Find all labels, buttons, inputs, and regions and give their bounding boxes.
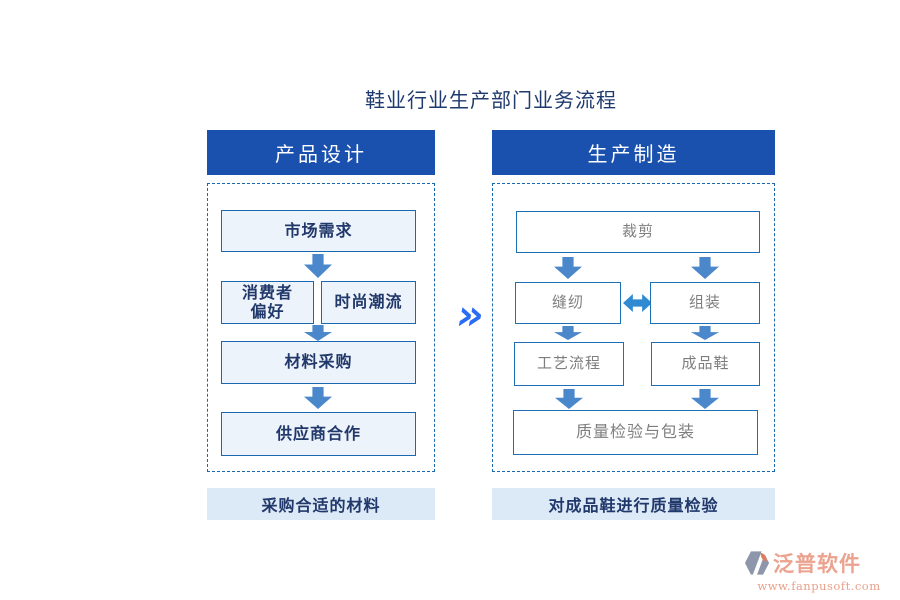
logo-brand-text: 泛普软件 [773,551,861,576]
fanpu-logo-icon [744,550,770,576]
box-material-purchase: 材料采购 [221,341,416,384]
box-market-demand: 市场需求 [221,210,416,252]
right-panel-header: 生产制造 [492,130,775,175]
box-sewing: 缝纫 [515,282,621,324]
left-panel-header: 产品设计 [207,130,435,175]
box-assembly: 组装 [650,282,760,324]
box-cutting: 裁剪 [516,211,760,253]
fanpu-logo: 泛普软件 www.fanpusoft.com [744,548,894,594]
consumer-preference-line2: 偏好 [250,301,285,321]
arrow-leftright-icon [623,294,652,312]
right-panel-frame [492,183,775,472]
box-fashion-trend: 时尚潮流 [321,281,416,324]
logo-row: 泛普软件 [744,548,894,578]
box-quality-packaging: 质量检验与包装 [513,410,758,455]
box-process-flow: 工艺流程 [514,342,624,386]
box-finished-shoes: 成品鞋 [651,342,760,386]
box-supplier-cooperation: 供应商合作 [221,412,416,456]
right-panel-footer: 对成品鞋进行质量检验 [492,488,775,520]
left-panel-frame [207,183,435,472]
page-title: 鞋业行业生产部门业务流程 [365,88,617,112]
left-panel-footer: 采购合适的材料 [207,488,435,520]
double-chevron-icon: » [456,289,484,339]
consumer-preference-line1: 消费者 [241,283,293,303]
box-consumer-preference: 消费者 偏好 [221,281,314,324]
logo-website-text: www.fanpusoft.com [757,579,881,593]
